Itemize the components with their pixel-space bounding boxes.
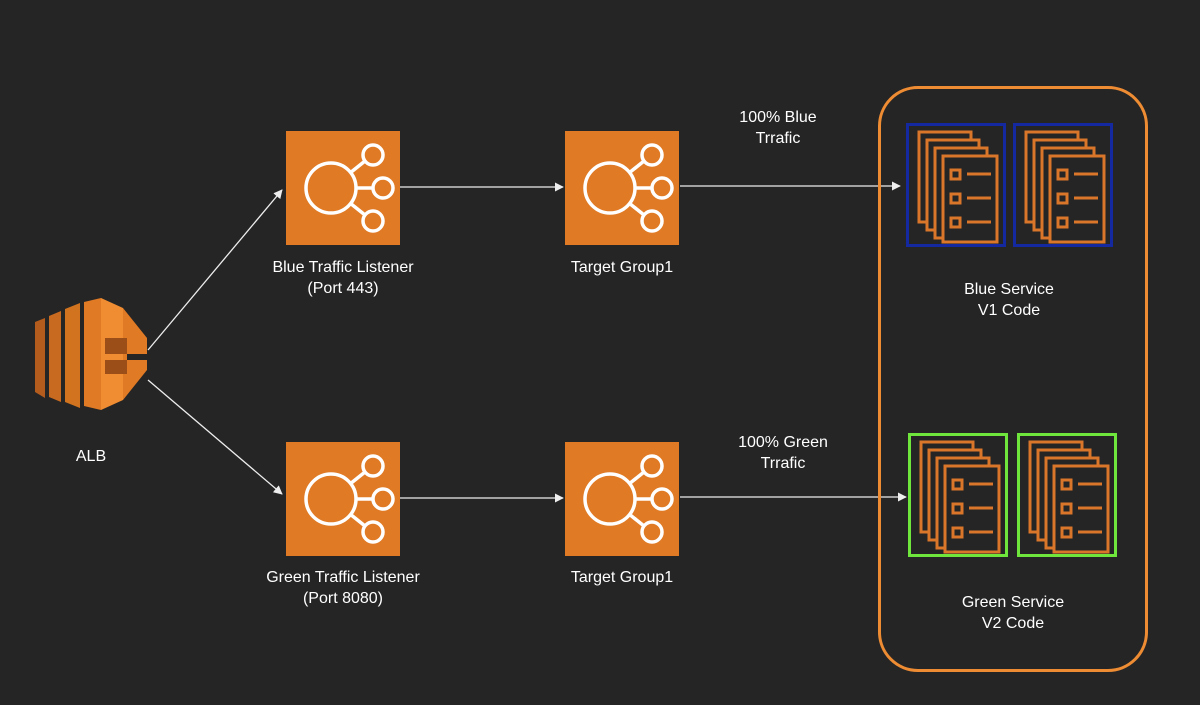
green-target-group-label: Target Group1 — [570, 569, 674, 586]
blue-listener-node[interactable] — [286, 131, 400, 245]
blue-service-label: Blue Service V1 Code — [964, 281, 1054, 319]
green-service-task-1[interactable] — [908, 433, 1008, 557]
green-listener-node[interactable] — [286, 442, 400, 556]
task-documents-icon — [917, 130, 999, 244]
task-documents-icon — [1024, 130, 1106, 244]
target-group-icon — [583, 454, 674, 544]
arrow-alb-to-blue-listener — [147, 189, 283, 351]
green-service-label: Green Service V2 Code — [961, 594, 1065, 632]
alb-label: ALB — [75, 448, 107, 465]
blue-service-task-1[interactable] — [906, 123, 1006, 247]
alb-node[interactable] — [35, 298, 150, 410]
green-listener-label: Green Traffic Listener (Port 8080) — [266, 569, 420, 607]
blue-target-group-node[interactable] — [565, 131, 679, 245]
blue-traffic-label: 100% Blue Trrafic — [739, 109, 817, 147]
green-target-group-node[interactable] — [565, 442, 679, 556]
listener-icon — [304, 454, 395, 544]
task-documents-icon — [919, 440, 1001, 554]
green-service-task-2[interactable] — [1017, 433, 1117, 557]
blue-service-task-2[interactable] — [1013, 123, 1113, 247]
arrow-alb-to-green-listener — [147, 379, 283, 495]
elastic-load-balancer-icon — [35, 298, 147, 410]
target-group-icon — [583, 143, 674, 233]
blue-listener-label: Blue Traffic Listener (Port 443) — [272, 259, 414, 297]
task-documents-icon — [1028, 440, 1110, 554]
blue-target-group-label: Target Group1 — [570, 259, 674, 276]
green-traffic-label: 100% Green Trrafic — [738, 434, 828, 472]
services-container — [878, 86, 1148, 672]
listener-icon — [304, 143, 395, 233]
